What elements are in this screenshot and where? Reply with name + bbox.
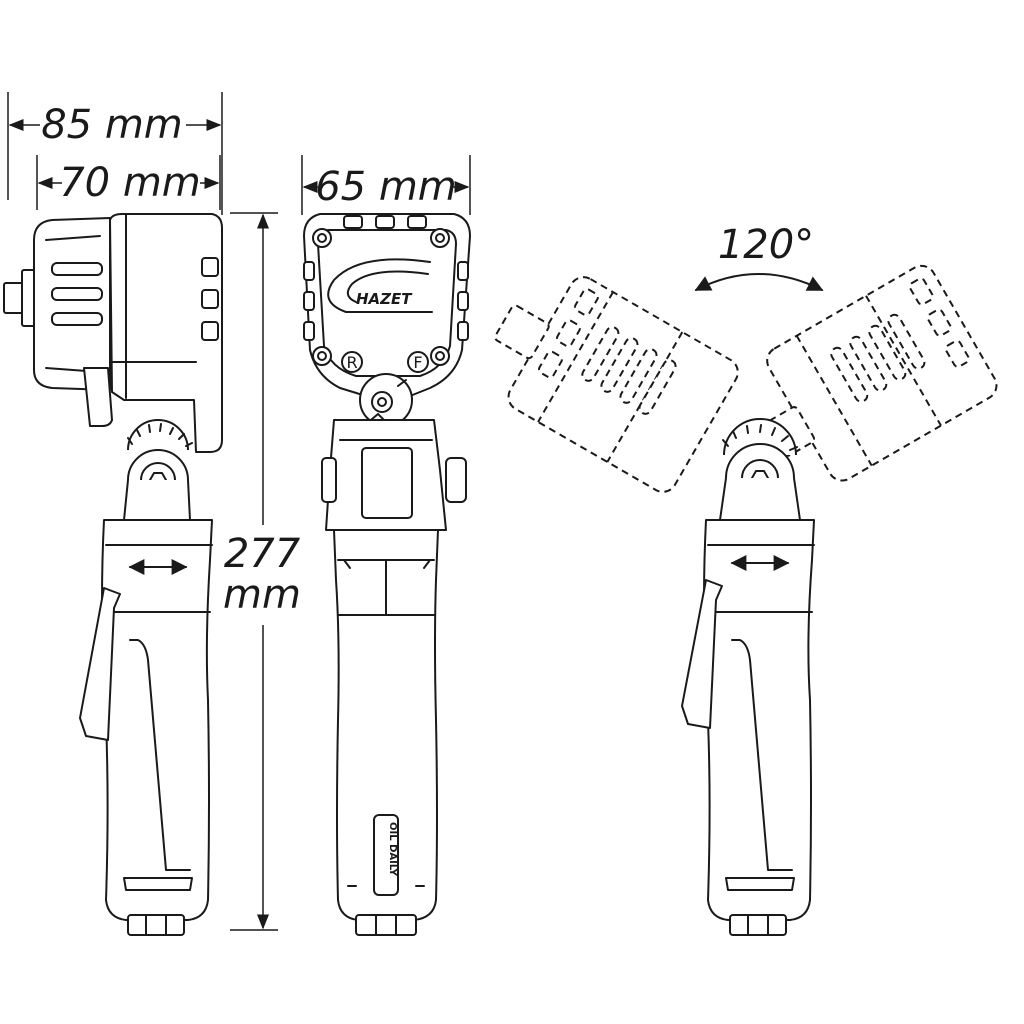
height-value-label: 277	[224, 531, 301, 577]
width-front-label: 65 mm	[315, 164, 457, 210]
width-overall-label: 85 mm	[41, 102, 183, 148]
dimension-85mm: 85 mm	[7, 92, 223, 215]
rotation-angle-label: 120°	[718, 222, 814, 268]
forward-mark: F	[413, 353, 422, 372]
rotation-view: 120°	[494, 222, 998, 936]
oil-daily-label: OIL DAILY	[387, 822, 398, 877]
height-unit-label: mm	[223, 572, 301, 618]
reverse-mark: R	[346, 353, 357, 372]
dimension-277mm: 277 mm	[223, 212, 301, 931]
brand-logo: HAZET	[356, 290, 413, 308]
dimension-70mm: 70 mm	[36, 155, 221, 210]
brand-swoosh	[327, 258, 433, 313]
front-view: HAZET R F OIL DAILY	[303, 213, 471, 936]
side-view	[3, 213, 223, 936]
rotation-arrow	[694, 273, 824, 291]
width-body-label: 70 mm	[59, 160, 201, 206]
dimension-65mm: 65 mm	[301, 155, 471, 215]
